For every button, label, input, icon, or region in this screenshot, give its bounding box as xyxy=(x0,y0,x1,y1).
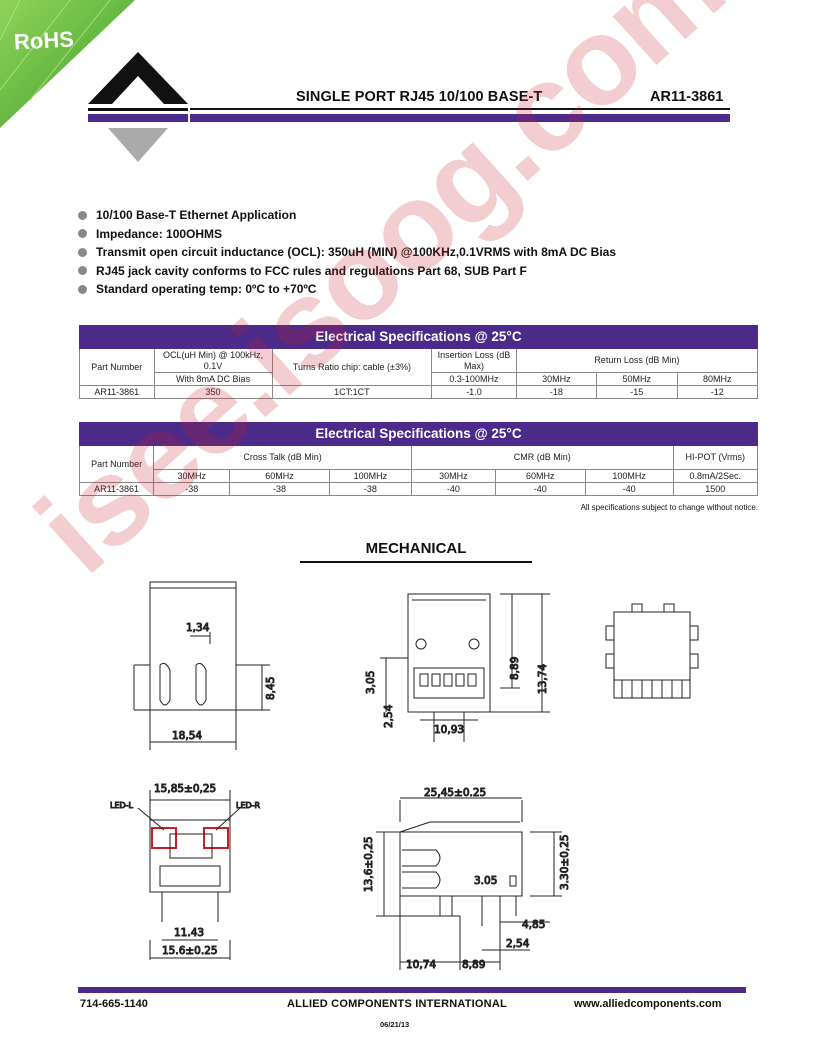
led-front-view-drawing xyxy=(137,790,241,960)
dim-label: 8,89 xyxy=(509,657,521,680)
document-title: SINGLE PORT RJ45 10/100 BASE-T xyxy=(296,89,543,105)
dim-label: 10,93 xyxy=(434,724,464,736)
mechanical-rule xyxy=(300,561,532,563)
bullet-icon xyxy=(78,247,87,257)
list-item: Transmit open circuit inductance (OCL): … xyxy=(78,243,738,262)
dim-label: 10,74 xyxy=(406,959,436,971)
rohs-banner xyxy=(0,0,135,128)
dim-label: 2,54 xyxy=(506,938,530,950)
table-row: AR11-3861 350 1CT:1CT -1.0 -18 -15 -12 xyxy=(79,385,759,399)
list-item: RJ45 jack cavity conforms to FCC rules a… xyxy=(78,262,738,281)
dim-label: 1,34 xyxy=(186,622,210,634)
footer-phone: 714-665-1140 xyxy=(80,998,148,1010)
col-header-turns: Turns Ratio chip: cable (±3%) xyxy=(271,348,433,386)
header-rule xyxy=(190,108,730,110)
header-purple-bar xyxy=(190,114,730,122)
feature-list: 10/100 Base-T Ethernet Application Imped… xyxy=(78,206,738,299)
dim-label: 4,85 xyxy=(522,919,545,931)
back-view-drawing xyxy=(605,603,699,699)
table-row: AR11-3861 -38 -38 -38 -40 -40 -40 1500 xyxy=(78,482,759,496)
col-sub-rl-3: 80MHz xyxy=(676,372,759,386)
col-header-return-loss: Return Loss (dB Min) xyxy=(515,348,759,373)
part-number: AR11-3861 xyxy=(650,89,724,105)
dim-label: 3,05 xyxy=(365,671,377,694)
company-logo xyxy=(88,52,188,162)
dim-label: 25,45±0.25 xyxy=(424,787,486,799)
dim-label: 3.05 xyxy=(474,875,497,887)
col-header-insertion-loss: Insertion Loss (dB Max) xyxy=(431,348,517,373)
spec-note: All specifications subject to change wit… xyxy=(580,503,758,512)
footer-date: 06/21/13 xyxy=(380,1020,410,1029)
col-header-crosstalk: Cross Talk (dB Min) xyxy=(153,445,412,470)
list-item: Standard operating temp: 0ºC to +70ºC xyxy=(78,280,738,299)
footer-purple-bar xyxy=(78,987,746,993)
col-header-cmr: CMR (dB Min) xyxy=(410,445,674,470)
bullet-icon xyxy=(78,266,87,276)
profile-view-drawing xyxy=(376,797,562,970)
col-sub-rl-2: 50MHz xyxy=(596,372,678,386)
bullet-icon xyxy=(78,210,87,220)
footer-website[interactable]: www.alliedcomponents.com xyxy=(574,998,722,1010)
mechanical-drawing: 1,34 8,45 18,54 3,05 8,89 13,74 2,54 10,… xyxy=(110,581,699,972)
col-sub-il: 0.3-100MHz xyxy=(431,372,517,386)
dim-label: 18,54 xyxy=(172,730,202,742)
bullet-icon xyxy=(78,229,87,239)
dim-label: 2,54 xyxy=(383,704,395,728)
col-header-hipot: HI-POT (Vrms) xyxy=(672,445,759,470)
led-l-label: LED-L xyxy=(110,801,134,810)
rohs-label: RoHS xyxy=(13,26,75,55)
mechanical-title: MECHANICAL xyxy=(365,540,467,557)
dim-label: 15.6±0.25 xyxy=(162,945,218,957)
list-item: 10/100 Base-T Ethernet Application xyxy=(78,206,738,225)
table-title: Electrical Specifications @ 25°C xyxy=(79,422,758,446)
dim-label: 15,85±0,25 xyxy=(154,783,216,795)
footer-company: ALLIED COMPONENTS INTERNATIONAL xyxy=(287,998,507,1010)
led-r-label: LED-R xyxy=(236,801,261,810)
side-view-drawing xyxy=(133,581,270,750)
dim-label: 11.43 xyxy=(174,927,204,939)
electrical-spec-table-2: Electrical Specifications @ 25°C Part Nu… xyxy=(78,422,759,496)
dim-label: 8,45 xyxy=(265,677,277,700)
col-sub-rl-1: 30MHz xyxy=(515,372,598,386)
front-view-drawing xyxy=(380,593,550,742)
list-item: Impedance: 100OHMS xyxy=(78,225,738,244)
dim-label: 8,89 xyxy=(462,959,485,971)
bullet-icon xyxy=(78,284,87,294)
electrical-spec-table-1: Electrical Specifications @ 25°C Part Nu… xyxy=(79,325,759,399)
dim-label: 13,74 xyxy=(537,664,549,694)
dim-label: 3.30±0,25 xyxy=(559,834,571,890)
dim-label: 13,6±0,25 xyxy=(363,836,375,892)
